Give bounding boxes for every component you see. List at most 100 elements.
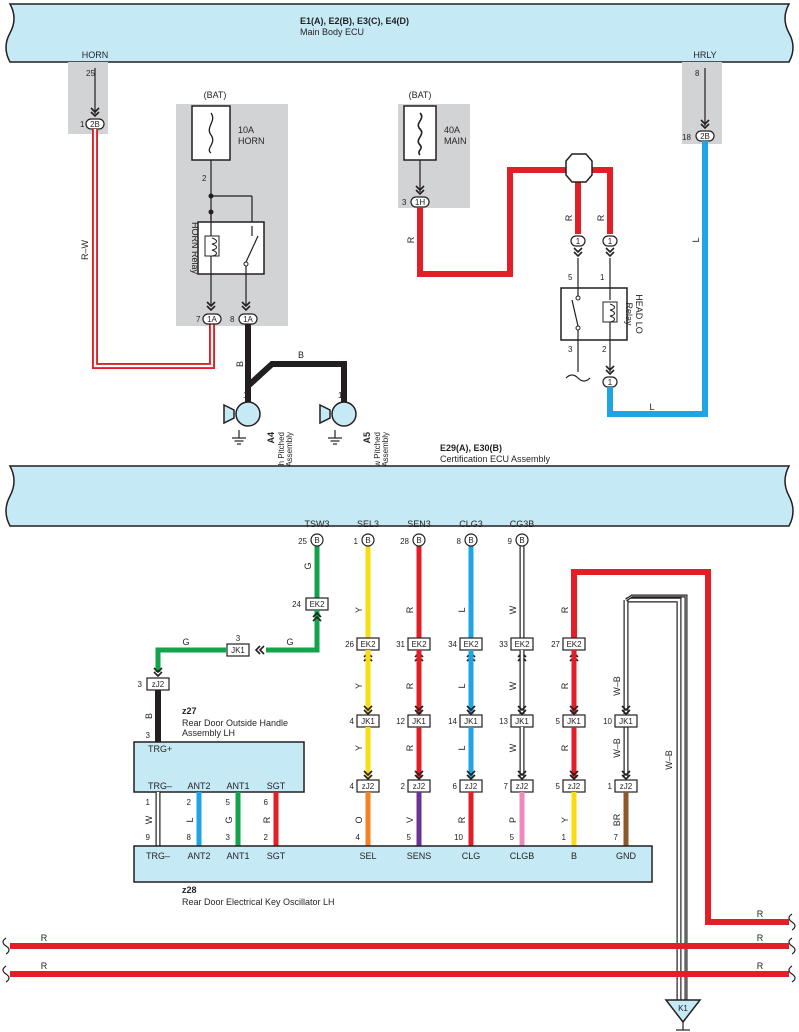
terminal-sel3-label: SEL3 bbox=[357, 519, 379, 529]
zj2-col-1-label: zJ2 bbox=[362, 782, 375, 791]
jk1-col-5-label: JK1 bbox=[567, 717, 581, 726]
headlo-relay-box bbox=[560, 287, 628, 341]
zj2-pin-col-4: 7 bbox=[504, 782, 509, 791]
relay-contact bbox=[243, 261, 249, 267]
z28-bot-pin-0: 4 bbox=[356, 833, 361, 842]
fuse2-arrow-b bbox=[415, 185, 425, 192]
relay-conn-1a-a bbox=[202, 313, 222, 325]
wb-wire-label: W–B bbox=[664, 750, 674, 770]
horn-terminal-label: HORN bbox=[82, 50, 109, 60]
zj2-pin-col-3: 6 bbox=[453, 782, 458, 791]
link-wire-label-1: L bbox=[185, 817, 195, 822]
cert-ecu-subtitle: Certification ECU Assembly bbox=[440, 454, 551, 464]
hrly-pin-8: 8 bbox=[695, 69, 700, 78]
col-wire-label3-3: L bbox=[457, 745, 467, 750]
zj2-col-6-label: zJ2 bbox=[620, 782, 633, 791]
zj2-pin-col-6: 1 bbox=[608, 782, 613, 791]
link-wire-label-2: G bbox=[224, 816, 234, 823]
jk1-g-arrow-a bbox=[254, 645, 261, 655]
z28-bot-pin-1: 5 bbox=[407, 833, 412, 842]
zj2-trg-label: zJ2 bbox=[152, 680, 165, 689]
a4-id: A4 bbox=[266, 432, 276, 444]
jk1-g bbox=[226, 643, 250, 657]
ek2-pin-col-2: 31 bbox=[396, 640, 405, 649]
bus-r-left-2: R bbox=[41, 961, 48, 971]
ek2-col-3-label: EK2 bbox=[463, 640, 479, 649]
z28-wire-label-4: Y bbox=[560, 817, 570, 823]
jk1-arrow-col-4-a bbox=[517, 709, 527, 716]
zj2-col-2-label: zJ2 bbox=[413, 782, 426, 791]
conn-1-a bbox=[570, 235, 586, 247]
horn-relay-box bbox=[197, 221, 265, 275]
rw-wire-label: R–W bbox=[80, 239, 90, 260]
jk1-g-label: JK1 bbox=[231, 646, 245, 655]
relay-pin-7: 7 bbox=[196, 315, 201, 324]
zj2-pin-col-2: 2 bbox=[401, 782, 406, 791]
jk1-pin-col-1: 4 bbox=[350, 717, 355, 726]
relay-arrow-a-a bbox=[206, 305, 216, 312]
z28-label-9: GND bbox=[616, 851, 637, 861]
terminal-cg3b-pin: 9 bbox=[508, 537, 513, 546]
z27-line1: Rear Door Outside Handle bbox=[182, 718, 288, 728]
jk1-g-arrow-b bbox=[258, 645, 265, 655]
z28-label-1: ANT2 bbox=[187, 851, 210, 861]
headlo-label-1: HEAD LO bbox=[634, 294, 644, 334]
zj2-arrow-col-4-b bbox=[517, 770, 527, 777]
col-wire-label2-1: Y bbox=[354, 683, 364, 689]
r-wire-label-3: R bbox=[596, 214, 606, 221]
col-wire-label3-gnd: W–B bbox=[612, 738, 622, 758]
relay-switch bbox=[245, 235, 259, 263]
g-wire-label: G bbox=[182, 637, 189, 647]
b-wire-trg-label: B bbox=[144, 713, 154, 719]
relay-arrow-a-b bbox=[206, 301, 216, 308]
l-wire-label: L bbox=[691, 237, 701, 242]
wb-wire-ground-a-outline bbox=[626, 597, 682, 1002]
g-wire-to-jk1 bbox=[266, 610, 320, 653]
main-fuse-name: MAIN bbox=[444, 136, 467, 146]
z28-wire-label-5: BR bbox=[612, 813, 622, 826]
ground-k1-symbol bbox=[664, 999, 702, 1024]
b-wire-low bbox=[245, 361, 347, 402]
ek2-pin-col-1: 26 bbox=[345, 640, 354, 649]
link-wire-label-0: W bbox=[144, 815, 154, 824]
a5-line2: Horn Assembly bbox=[381, 432, 390, 486]
bus-r-right-1: R bbox=[757, 933, 764, 943]
terminal-cg3b-label: CG3B bbox=[510, 519, 535, 529]
right-r-break bbox=[788, 913, 796, 931]
terminal-clg3-pin: 8 bbox=[457, 537, 462, 546]
hrly-conn-2b-label: 2B bbox=[700, 132, 710, 141]
col-wire-label2-4: W bbox=[508, 681, 518, 690]
r-wire-label: R bbox=[406, 236, 416, 243]
col-wire-label-2: R bbox=[405, 606, 415, 613]
zj2-arrow-col-3-b bbox=[466, 770, 476, 777]
headlo-pin-1: 1 bbox=[600, 273, 605, 282]
headlo-arrow-a-b bbox=[573, 247, 583, 254]
headlo-pin-3: 3 bbox=[568, 345, 573, 354]
high-pitched-horn-cone bbox=[223, 403, 235, 425]
a4-line1: High Pitched bbox=[277, 432, 286, 477]
headlo-switch bbox=[571, 299, 579, 327]
terminal-clg3-conn-label: B bbox=[468, 536, 473, 545]
hrly-conn-num: 18 bbox=[682, 133, 691, 142]
zj2-col-3-label: zJ2 bbox=[465, 782, 478, 791]
col-wire-label3-2: R bbox=[405, 744, 415, 751]
horn-relay-label: HORN Relay bbox=[190, 222, 200, 275]
relay-arrow-b-b bbox=[241, 301, 251, 308]
z27-pin-3: 3 bbox=[146, 731, 151, 740]
horn-conn-2b-label: 2B bbox=[90, 120, 100, 129]
relay-conn-1a-b-label: 1A bbox=[243, 315, 253, 324]
main-ecu-title: E1(A), E2(B), E3(C), E4(D) bbox=[300, 16, 409, 26]
z27-id: z27 bbox=[182, 706, 197, 716]
headlo-contact-a bbox=[575, 295, 581, 301]
jk1-col-2-label: JK1 bbox=[412, 717, 426, 726]
ek2-col-5-label: EK2 bbox=[566, 640, 582, 649]
col-wire-label3-5: R bbox=[560, 744, 570, 751]
terminal-sel3-conn-label: B bbox=[365, 536, 370, 545]
fuse1-pin: 2 bbox=[202, 174, 207, 183]
jk1-gnd-label: JK1 bbox=[619, 717, 633, 726]
jk1-arrow-col-2-a bbox=[414, 709, 424, 716]
bus-r-right-2: R bbox=[757, 961, 764, 971]
terminal-tsw3-conn bbox=[310, 533, 324, 547]
main-fuse-element bbox=[417, 112, 423, 156]
high-horn-pin: 1 bbox=[243, 391, 248, 400]
